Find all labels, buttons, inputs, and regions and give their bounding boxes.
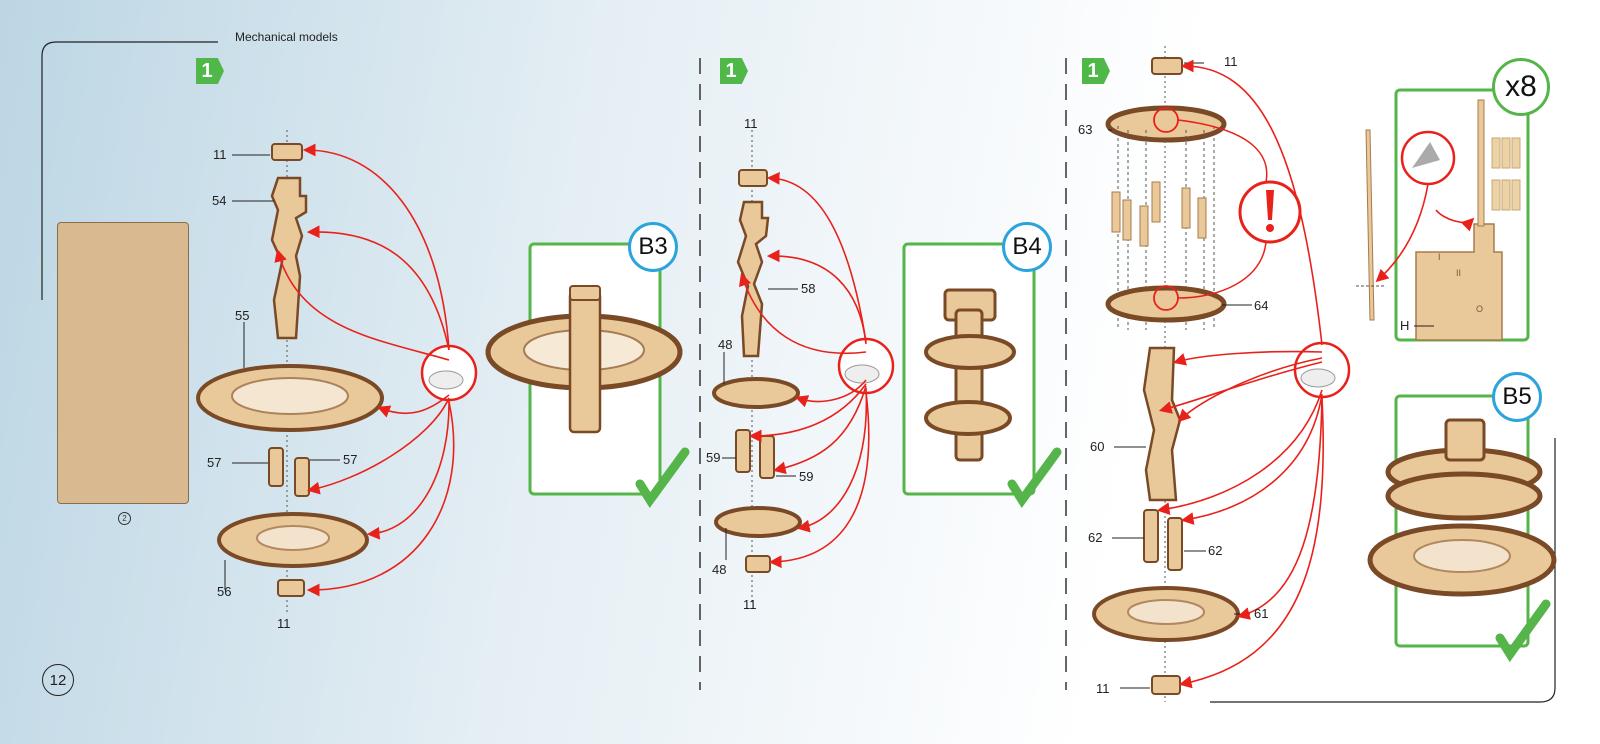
label-part-59-a: 59 bbox=[706, 450, 721, 465]
b3-model bbox=[485, 285, 683, 434]
ruler-label-h: H bbox=[1400, 318, 1410, 333]
ruler-mark-1: I bbox=[1438, 252, 1441, 262]
sandpaper-tool bbox=[1375, 99, 1521, 341]
label-part-11-top: 11 bbox=[213, 147, 227, 162]
check-icon-2 bbox=[1007, 447, 1062, 509]
header-title: Mechanical models bbox=[235, 30, 338, 44]
step1-parts bbox=[196, 130, 478, 615]
result-badge-b3: B3 bbox=[628, 222, 678, 272]
label-part-11-top-3: 11 bbox=[1224, 54, 1238, 69]
label-part-62-a: 62 bbox=[1088, 530, 1103, 545]
label-part-59-b: 59 bbox=[799, 469, 814, 484]
b4-model bbox=[924, 288, 1016, 462]
label-part-48-top: 48 bbox=[718, 337, 733, 352]
ruler-mark-2: II bbox=[1456, 268, 1462, 278]
label-part-62-b: 62 bbox=[1208, 543, 1223, 558]
ruler-mark-3: O bbox=[1476, 304, 1484, 314]
label-part-54: 54 bbox=[212, 193, 227, 208]
label-part-61: 61 bbox=[1254, 606, 1269, 621]
label-part-57-a: 57 bbox=[207, 455, 222, 470]
check-icon-3 bbox=[1495, 599, 1551, 663]
label-part-11-bottom-3: 11 bbox=[1096, 681, 1110, 696]
label-part-11-bottom: 11 bbox=[277, 616, 291, 631]
label-part-64: 64 bbox=[1254, 298, 1269, 313]
step-badge-3: 1 bbox=[1082, 58, 1110, 84]
page-number: 12 bbox=[42, 664, 74, 696]
parts-sheet bbox=[57, 222, 189, 504]
step3-parts bbox=[1092, 46, 1351, 702]
step2-parts bbox=[712, 130, 895, 605]
label-part-55: 55 bbox=[235, 308, 250, 323]
label-part-11-top-2: 11 bbox=[744, 116, 758, 131]
b5-model bbox=[1367, 418, 1557, 597]
count-badge-x8: x8 bbox=[1492, 58, 1550, 116]
label-part-63: 63 bbox=[1078, 122, 1093, 137]
result-badge-b5: B5 bbox=[1492, 372, 1542, 422]
label-part-58: 58 bbox=[801, 281, 816, 296]
result-badge-b4: B4 bbox=[1002, 222, 1052, 272]
label-part-11-bottom-2: 11 bbox=[743, 597, 757, 612]
step-badge-2: 1 bbox=[720, 58, 748, 84]
step-badge-1: 1 bbox=[196, 58, 224, 84]
label-part-60: 60 bbox=[1090, 439, 1105, 454]
label-part-56: 56 bbox=[217, 584, 232, 599]
sheet-number: 2 bbox=[118, 512, 131, 525]
warning-icon bbox=[1266, 190, 1274, 220]
toothpick-icon bbox=[1365, 129, 1375, 321]
label-part-48-bottom: 48 bbox=[712, 562, 727, 577]
check-icon bbox=[635, 447, 690, 509]
label-part-57-b: 57 bbox=[343, 452, 358, 467]
